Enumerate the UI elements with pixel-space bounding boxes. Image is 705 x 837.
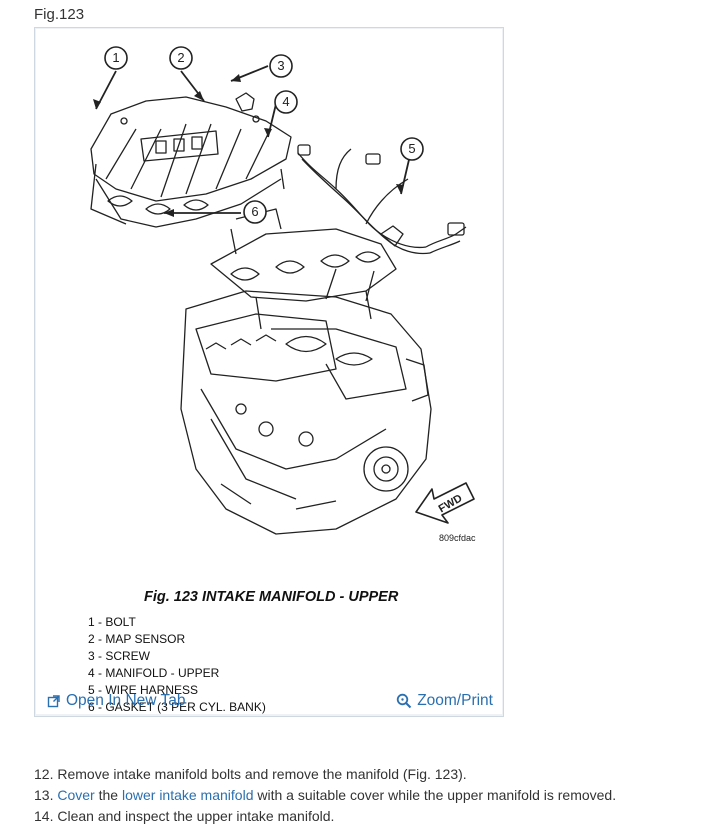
callout-3-label: 3 — [277, 58, 284, 73]
step-13-mid: the — [98, 787, 119, 803]
callout-6 — [243, 200, 267, 224]
legend-item: 2 - MAP SENSOR — [88, 632, 186, 646]
figure-toolbar: Open In New Tab Zoom/Print — [36, 687, 502, 715]
legend-item: 6 - GASKET (3 PER CYL. BANK) — [88, 700, 266, 714]
callout-6-label: 6 — [251, 204, 258, 219]
open-in-new-tab-label: Open In New Tab — [66, 692, 186, 709]
legend-list: 1 - BOLT 2 - MAP SENSOR 3 - SCREW 4 - MA… — [88, 614, 266, 716]
legend-item: 4 - MANIFOLD - UPPER — [88, 666, 220, 680]
legend-item: 3 - SCREW — [88, 649, 151, 663]
step-14: 14. Clean and inspect the upper intake m… — [34, 808, 335, 824]
drawing-code: 809cfdac — [439, 533, 476, 543]
upper-manifold-drawing — [90, 92, 292, 228]
callout-2-label: 2 — [177, 50, 184, 65]
figure-frame: 1 2 3 4 5 6 FWD 809cfdac Fig. 123 INTAKE… — [34, 27, 504, 717]
callout-5 — [400, 137, 424, 161]
step-13-number: 13. — [34, 787, 54, 803]
figure-caption: Fig. 123 INTAKE MANIFOLD - UPPER — [144, 589, 399, 605]
lower-manifold-drawing — [210, 208, 397, 330]
figure-label: Fig.123 — [34, 6, 85, 23]
lower-intake-manifold-link[interactable]: lower intake manifold — [121, 787, 254, 803]
callout-5-label: 5 — [408, 141, 415, 156]
callout-4 — [274, 90, 298, 114]
wire-harness-drawing — [297, 144, 467, 255]
fwd-arrow — [415, 482, 475, 524]
step-13-rest: with a suitable cover while the upper ma… — [257, 787, 617, 803]
engine-exploded-diagram: 1 2 3 4 5 6 FWD — [90, 46, 475, 535]
callout-1 — [104, 46, 128, 70]
callout-4-label: 4 — [282, 94, 289, 109]
callout-2 — [169, 46, 193, 70]
callout-1-label: 1 — [112, 50, 119, 65]
step-13: 13. Cover the lower intake manifold with… — [34, 785, 616, 806]
open-in-new-tab-link[interactable]: Open In New Tab — [47, 692, 185, 710]
leader-lines — [95, 65, 412, 214]
step-12: 12. Remove intake manifold bolts and rem… — [34, 766, 467, 782]
engine-block-drawing — [180, 268, 432, 535]
legend-item: 5 - WIRE HARNESS — [88, 683, 199, 697]
callout-3 — [269, 54, 293, 78]
magnifier-icon — [396, 693, 412, 709]
cover-link[interactable]: Cover — [57, 787, 95, 803]
figure-area: 1 2 3 4 5 6 FWD 809cfdac Fig. 123 INTAKE… — [36, 29, 502, 714]
open-new-tab-icon — [47, 694, 61, 708]
zoom-print-label: Zoom/Print — [417, 692, 493, 709]
instruction-steps: 12. Remove intake manifold bolts and rem… — [34, 764, 616, 827]
legend-item: 1 - BOLT — [88, 615, 136, 629]
zoom-print-link[interactable]: Zoom/Print — [396, 692, 493, 710]
